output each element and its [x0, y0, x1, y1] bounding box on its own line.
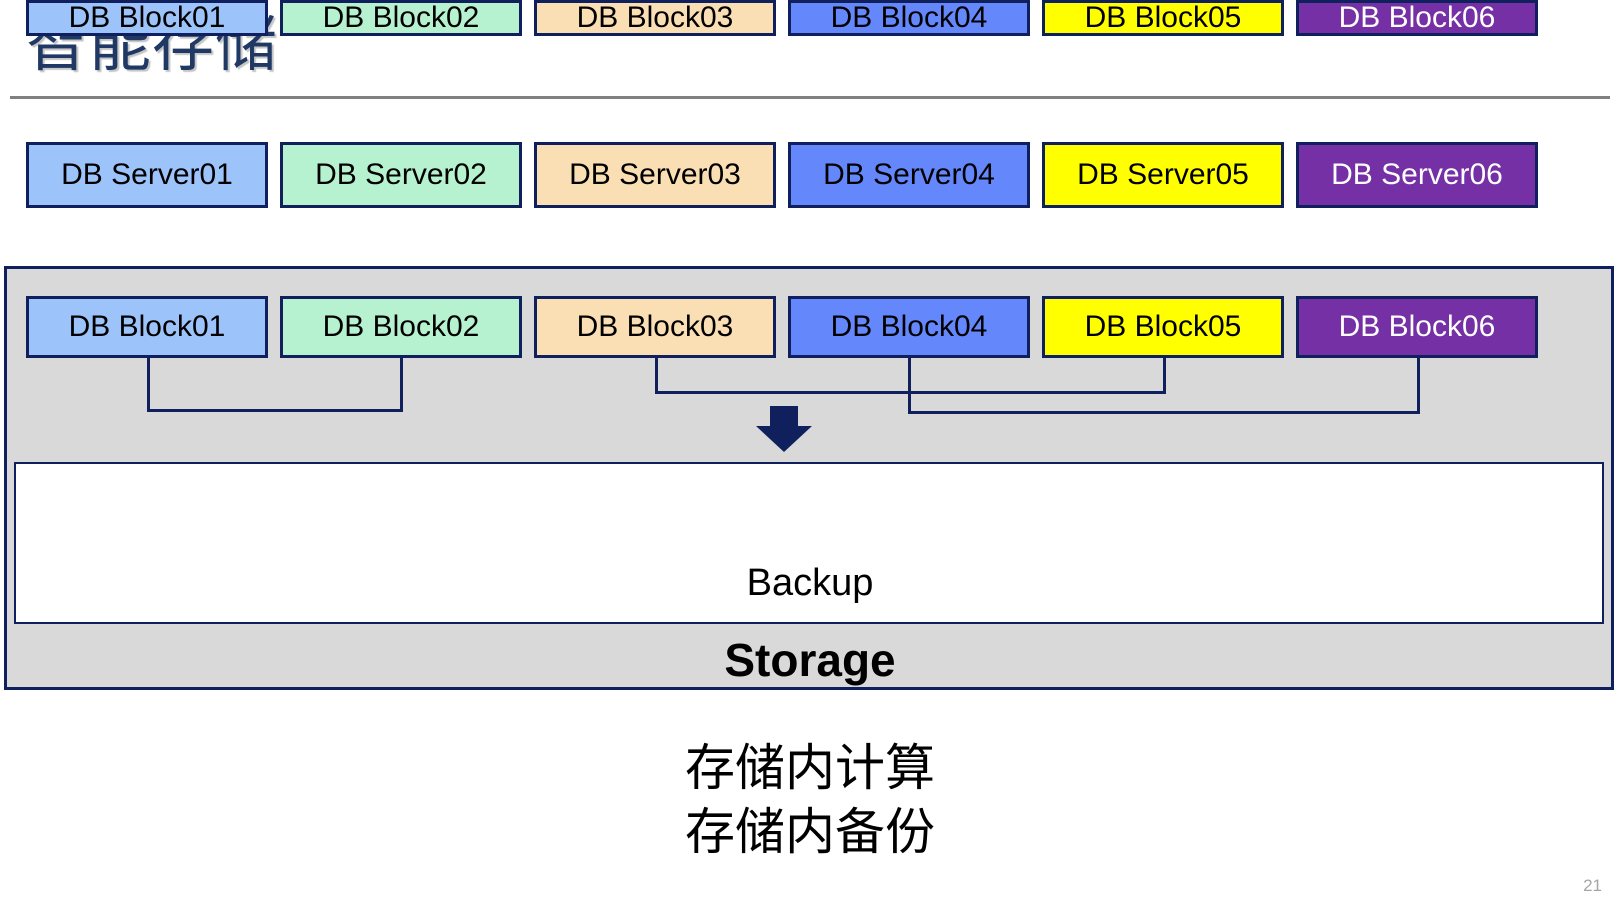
caption-line: 存储内计算: [685, 740, 935, 796]
backup-box: [14, 462, 1604, 624]
db-block-box[interactable]: DB Block05: [1042, 296, 1284, 358]
db-block-box[interactable]: DB Block02: [280, 296, 522, 358]
db-server-box[interactable]: DB Server02: [280, 142, 522, 208]
db-server-box[interactable]: DB Server04: [788, 142, 1030, 208]
db-block-box[interactable]: DB Block05: [1042, 0, 1284, 36]
backup-label: Backup: [746, 562, 874, 604]
db-block-box[interactable]: DB Block06: [1296, 296, 1538, 358]
arrow-shaft: [770, 406, 798, 428]
caption-block: 存储内计算 存储内备份: [0, 736, 1620, 864]
caption-line: 存储内备份: [685, 804, 935, 860]
db-block-box[interactable]: DB Block04: [788, 0, 1030, 36]
db-server-box[interactable]: DB Server05: [1042, 142, 1284, 208]
db-block-box[interactable]: DB Block02: [280, 0, 522, 36]
db-block-box[interactable]: DB Block06: [1296, 0, 1538, 36]
down-arrow-icon: [756, 406, 812, 452]
db-block-box[interactable]: DB Block01: [26, 0, 268, 36]
db-block-box[interactable]: DB Block01: [26, 296, 268, 358]
db-server-box[interactable]: DB Server06: [1296, 142, 1538, 208]
db-block-box[interactable]: DB Block03: [534, 296, 776, 358]
arrow-head: [756, 426, 812, 452]
db-server-box[interactable]: DB Server03: [534, 142, 776, 208]
db-block-box[interactable]: DB Block03: [534, 0, 776, 36]
storage-label: Storage: [724, 634, 896, 686]
db-server-box[interactable]: DB Server01: [26, 142, 268, 208]
title-divider: [10, 96, 1610, 99]
db-block-box[interactable]: DB Block04: [788, 296, 1030, 358]
page-number: 21: [1583, 876, 1602, 895]
